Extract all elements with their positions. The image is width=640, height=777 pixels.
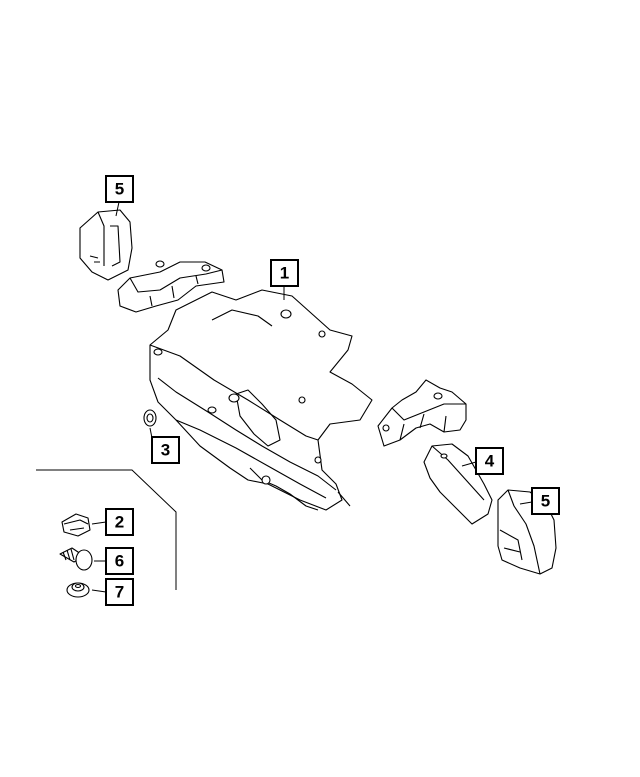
callout-1: 1 bbox=[270, 259, 299, 287]
callout-5-right: 5 bbox=[531, 487, 560, 515]
callout-label: 5 bbox=[541, 492, 550, 511]
callout-7: 7 bbox=[105, 578, 134, 606]
callout-2: 2 bbox=[105, 508, 134, 536]
callout-6: 6 bbox=[105, 547, 134, 575]
dash-panel bbox=[149, 289, 373, 511]
callout-label: 5 bbox=[115, 180, 124, 199]
callout-label: 3 bbox=[161, 441, 170, 460]
callout-label: 1 bbox=[280, 264, 289, 283]
clip-fastener bbox=[61, 513, 91, 537]
callout-4: 4 bbox=[475, 447, 504, 475]
bolt-fastener bbox=[59, 547, 93, 571]
callout-label: 7 bbox=[115, 583, 124, 602]
grommet bbox=[143, 409, 157, 427]
callout-3: 3 bbox=[151, 436, 180, 464]
callout-label: 4 bbox=[485, 452, 495, 471]
callout-label: 6 bbox=[115, 552, 124, 571]
fastener-key-outline bbox=[36, 469, 177, 590]
callout-label: 2 bbox=[115, 513, 124, 532]
cover-part-upper-left bbox=[79, 209, 133, 281]
callout-5-upper: 5 bbox=[105, 175, 134, 203]
nut-fastener bbox=[66, 582, 90, 598]
right-bracket bbox=[377, 379, 467, 447]
left-bracket bbox=[117, 260, 225, 313]
right-inner-cover bbox=[423, 443, 493, 525]
